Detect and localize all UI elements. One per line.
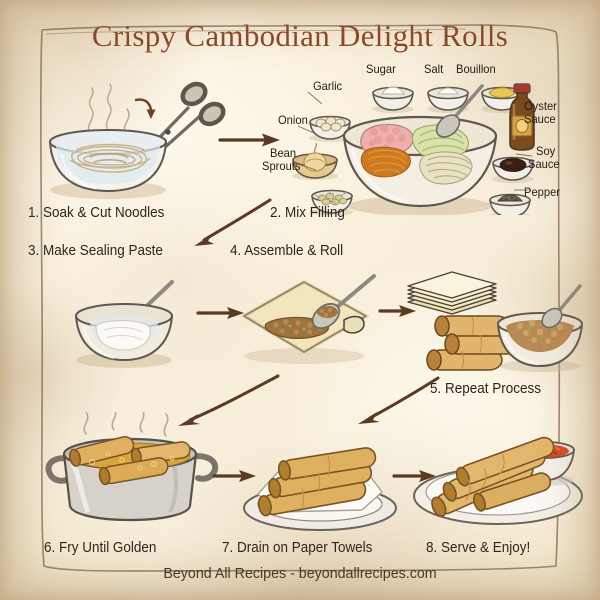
art-serve-and-enjoy bbox=[413, 436, 583, 525]
art-assemble-and-roll bbox=[240, 274, 376, 364]
art-make-sealing-paste bbox=[74, 280, 174, 368]
step-label-4: 4. Assemble & Roll bbox=[230, 243, 344, 259]
ingredient-label-garlic: Garlic bbox=[313, 79, 343, 93]
ingredient-label-soy-sauce-line2: Sauce bbox=[528, 157, 560, 171]
ingredient-label-sugar: Sugar bbox=[366, 62, 396, 76]
art-repeat-process bbox=[407, 271, 584, 372]
ingredient-label-salt: Salt bbox=[424, 62, 444, 76]
step-label-1: 1. Soak & Cut Noodles bbox=[28, 205, 165, 221]
step-label-5: 5. Repeat Process bbox=[430, 381, 541, 397]
page-title: Crispy Cambodian Delight Rolls bbox=[91, 18, 509, 53]
ingredient-label-onion: Onion bbox=[278, 113, 308, 127]
footer-credit: Beyond All Recipes - beyondallrecipes.co… bbox=[163, 565, 437, 582]
ingredient-label-pepper: Pepper bbox=[524, 185, 560, 199]
ingredient-label-bouillon: Bouillon bbox=[456, 62, 496, 76]
ingredient-label-oyster-sauce-line1: Oyster bbox=[524, 99, 557, 113]
ingredient-label-bean-sprouts-line2: Sprouts bbox=[262, 159, 301, 173]
ingredient-label-oyster-sauce-line2: Sauce bbox=[524, 112, 556, 126]
step-label-6: 6. Fry Until Golden bbox=[44, 540, 157, 556]
art-drain-on-paper-towels bbox=[243, 447, 397, 531]
step-label-8: 8. Serve & Enjoy! bbox=[426, 540, 531, 556]
art-soak-cut-noodles bbox=[48, 81, 226, 199]
art-mix-filling bbox=[292, 83, 535, 215]
step-label-3: 3. Make Sealing Paste bbox=[28, 243, 163, 259]
art-fry-until-golden bbox=[45, 412, 219, 522]
step-label-2: 2. Mix Filling bbox=[270, 205, 345, 221]
step-label-7: 7. Drain on Paper Towels bbox=[222, 540, 373, 556]
ingredient-label-soy-sauce-line1: Soy bbox=[536, 144, 556, 158]
ingredient-label-bean-sprouts-line1: Bean bbox=[270, 146, 297, 160]
